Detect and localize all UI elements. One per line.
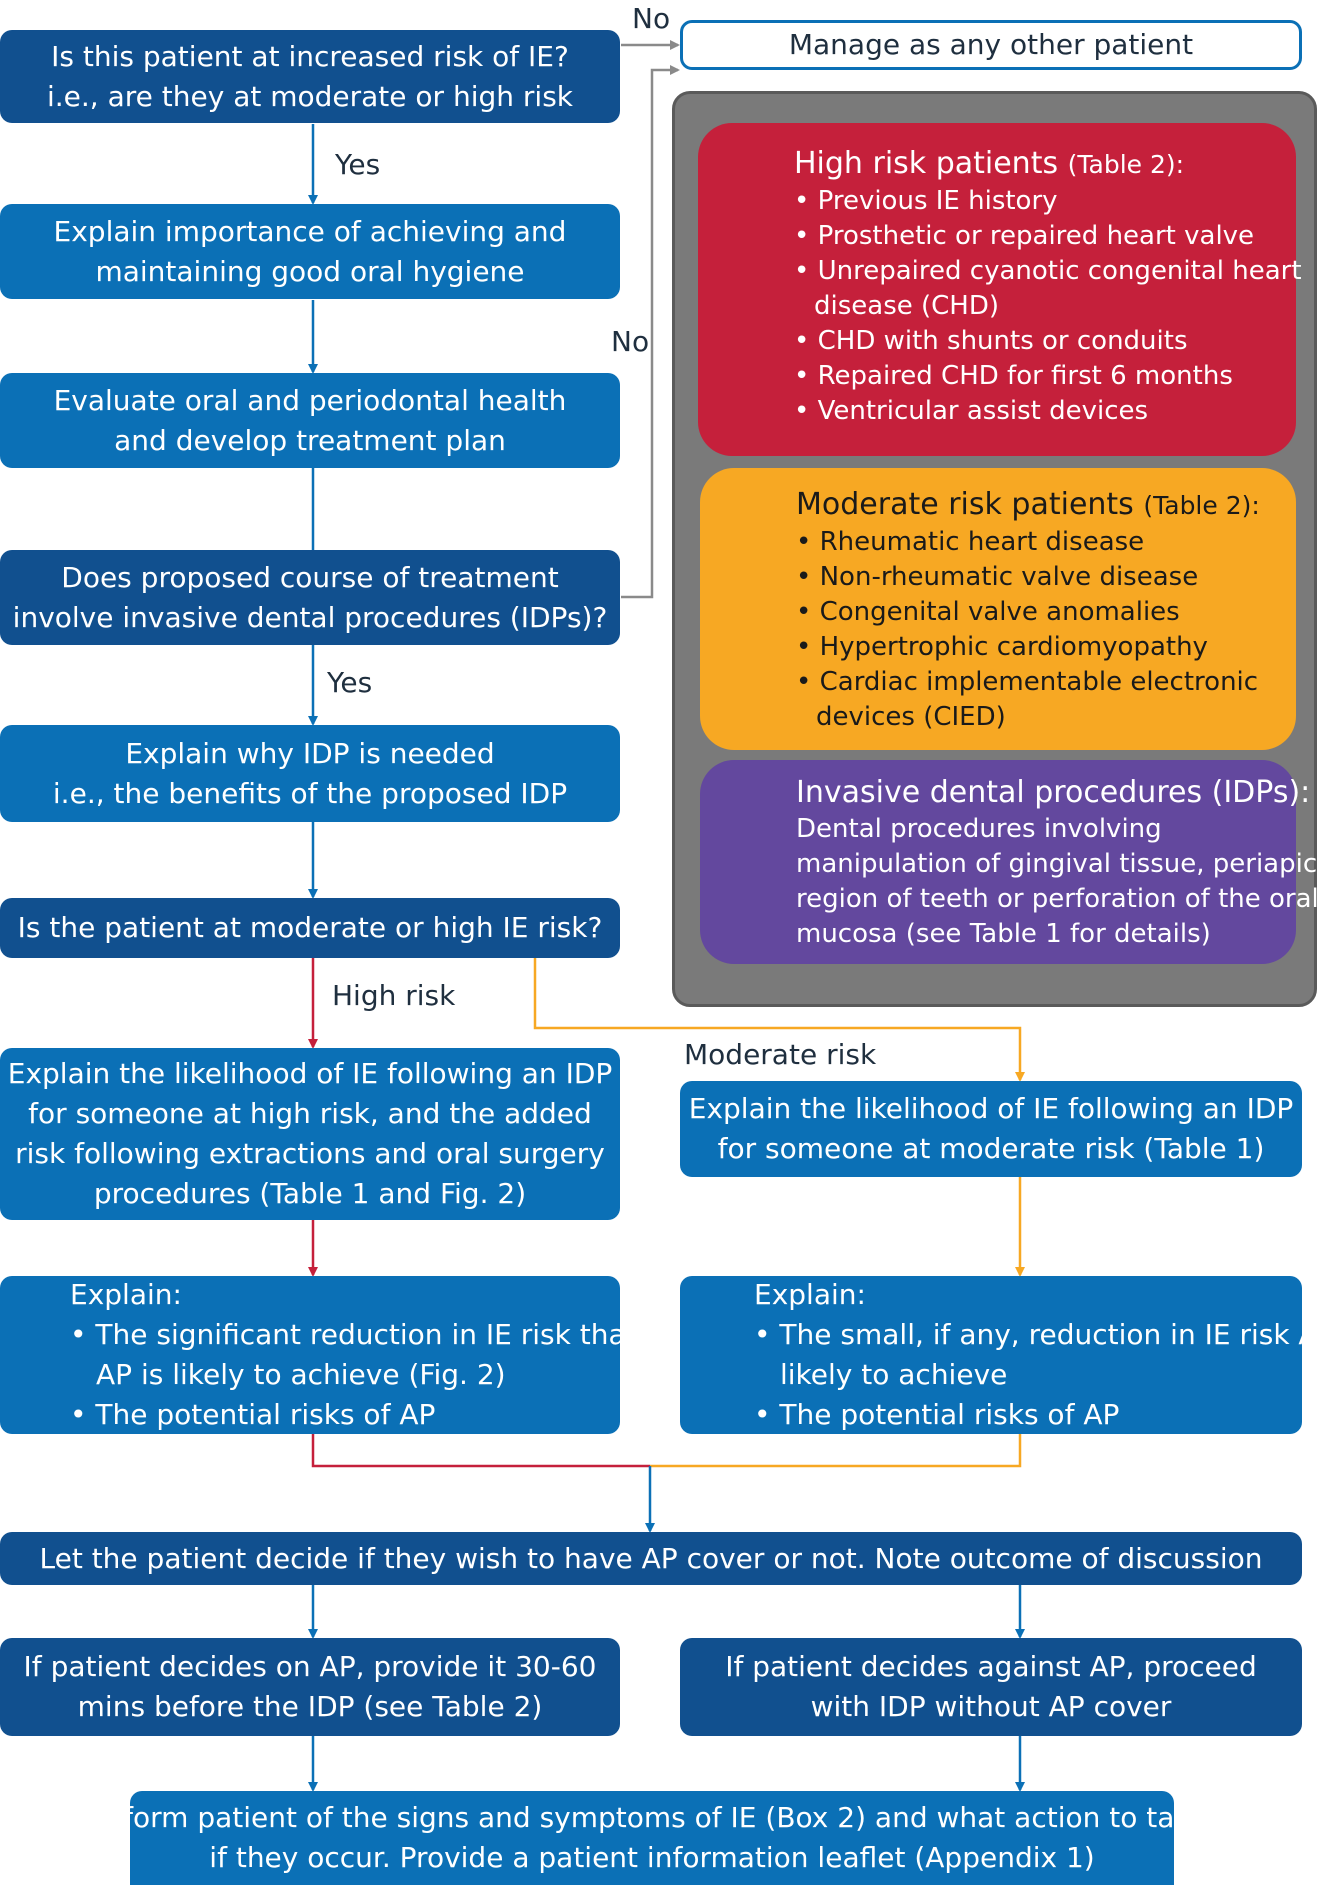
question-idp: Does proposed course of treatment involv… <box>0 550 620 645</box>
mod-ap-bullet-1: The small, if any, reduction in IE risk … <box>754 1315 1302 1355</box>
high-panel-title: High risk patients (Table 2): <box>794 146 1185 181</box>
high-explain-line-1: Explain the likelihood of IE following a… <box>7 1057 613 1090</box>
high-explain-line-4: procedures (Table 1 and Fig. 2) <box>93 1177 527 1210</box>
question-increased-risk: Is this patient at increased risk of IE?… <box>0 30 620 123</box>
mod-panel-item-3: Congenital valve anomalies <box>796 595 1266 630</box>
inform-line-2: if they occur. Provide a patient informa… <box>209 1841 1095 1874</box>
high-ap-bullet-1: The significant reduction in IE risk tha… <box>70 1315 636 1355</box>
high-explain-line-3: risk following extractions and oral surg… <box>15 1137 605 1170</box>
label-high-risk: High risk <box>332 979 456 1012</box>
ap-yes-line-2: mins before the IDP (see Table 2) <box>77 1690 543 1723</box>
idp-panel-line-2: manipulation of gingival tissue, periapi… <box>796 849 1319 879</box>
high-risk-explain-box: Explain the likelihood of IE following a… <box>0 1048 620 1220</box>
patient-decide-box: Let the patient decide if they wish to h… <box>0 1532 1302 1585</box>
line-high-merge <box>311 1434 650 1468</box>
label-yes-1: Yes <box>335 148 381 181</box>
high-ap-bullet-1-cont: AP is likely to achieve (Fig. 2) <box>96 1358 506 1391</box>
moderate-risk-panel: Moderate risk patients (Table 2): Rheuma… <box>700 468 1296 750</box>
ap-no-line-2: with IDP without AP cover <box>810 1690 1172 1723</box>
idp-definition-panel: Invasive dental procedures (IDPs): Denta… <box>700 760 1319 964</box>
mod-ap-bullet-2: The potential risks of AP <box>754 1395 1119 1434</box>
step1-line-1: Explain importance of achieving and <box>53 214 567 248</box>
arrow-no-side <box>621 65 680 599</box>
q1-line-2: i.e., are they at moderate or high risk <box>46 79 573 113</box>
q2-line-1: Does proposed course of treatment <box>61 560 559 594</box>
mod-panel-item-5-cont: devices (CIED) <box>816 702 1006 732</box>
mod-panel-item-5: Cardiac implementable electronic <box>796 665 1266 700</box>
arrow-moderate-risk <box>533 958 1025 1082</box>
high-panel-item-1: Previous IE history <box>794 184 1266 219</box>
high-ap-bullet-2: The potential risks of AP <box>70 1395 435 1435</box>
ap-no-line-1: If patient decides against AP, proceed <box>725 1650 1257 1683</box>
step2-line-2: and develop treatment plan <box>114 423 506 457</box>
inform-line-1: Inform patient of the signs and symptoms… <box>97 1801 1207 1834</box>
high-ap-title: Explain: <box>70 1278 182 1311</box>
ap-yes-box: If patient decides on AP, provide it 30-… <box>0 1638 620 1736</box>
high-panel-item-3-cont: disease (CHD) <box>814 291 1000 321</box>
idp-panel-line-1: Dental procedures involving <box>796 814 1162 844</box>
manage-box: Manage as any other patient <box>680 20 1302 70</box>
label-yes-2: Yes <box>327 666 373 699</box>
mod-ap-title: Explain: <box>754 1278 866 1311</box>
oral-hygiene-box: Explain importance of achieving and main… <box>0 204 620 299</box>
q1-line-1: Is this patient at increased risk of IE? <box>51 39 569 73</box>
mod-panel-item-2: Non-rheumatic valve disease <box>796 560 1266 595</box>
manage-text: Manage as any other patient <box>788 28 1194 61</box>
high-risk-ap-box: Explain: The significant reduction in IE… <box>0 1276 637 1435</box>
high-panel-item-2: Prosthetic or repaired heart valve <box>794 219 1266 254</box>
mod-panel-title: Moderate risk patients (Table 2): <box>796 487 1260 522</box>
line-mod-merge <box>650 1434 1022 1468</box>
mod-panel-item-1: Rheumatic heart disease <box>796 525 1266 560</box>
q3-text: Is the patient at moderate or high IE ri… <box>17 911 603 944</box>
idp-panel-line-4: mucosa (see Table 1 for details) <box>796 919 1211 949</box>
mod-explain-line-1: Explain the likelihood of IE following a… <box>688 1092 1294 1125</box>
mod-explain-line-2: for someone at moderate risk (Table 1) <box>717 1132 1265 1165</box>
high-risk-panel: High risk patients (Table 2): Previous I… <box>698 123 1302 456</box>
high-panel-item-5: Repaired CHD for first 6 months <box>794 359 1266 394</box>
moderate-risk-explain-box: Explain the likelihood of IE following a… <box>680 1081 1302 1177</box>
evaluate-box: Evaluate oral and periodontal health and… <box>0 373 620 468</box>
mod-panel-item-4: Hypertrophic cardiomyopathy <box>796 630 1266 665</box>
ap-no-box: If patient decides against AP, proceed w… <box>680 1638 1302 1736</box>
mod-ap-bullet-1-cont: likely to achieve <box>780 1358 1008 1391</box>
high-panel-item-6: Ventricular assist devices <box>794 394 1266 429</box>
label-moderate-risk: Moderate risk <box>684 1038 877 1071</box>
idp-panel-line-3: region of teeth or perforation of the or… <box>796 884 1319 914</box>
decide-text: Let the patient decide if they wish to h… <box>39 1541 1263 1575</box>
inform-patient-box: Inform patient of the signs and symptoms… <box>97 1791 1207 1885</box>
step3-line-1: Explain why IDP is needed <box>125 736 495 770</box>
label-no-top: No <box>632 2 671 35</box>
label-no-side: No <box>611 325 650 358</box>
ap-yes-line-1: If patient decides on AP, provide it 30-… <box>23 1650 597 1683</box>
q2-line-2: involve invasive dental procedures (IDPs… <box>12 600 608 634</box>
explain-idp-box: Explain why IDP is needed i.e., the bene… <box>0 725 620 822</box>
step1-line-2: maintaining good oral hygiene <box>95 254 525 288</box>
moderate-risk-ap-box: Explain: The small, if any, reduction in… <box>680 1276 1302 1434</box>
high-panel-item-3: Unrepaired cyanotic congenital heart <box>794 254 1302 289</box>
step2-line-1: Evaluate oral and periodontal health <box>53 383 567 417</box>
high-panel-item-4: CHD with shunts or conduits <box>794 324 1266 359</box>
step3-line-2: i.e., the benefits of the proposed IDP <box>52 776 568 810</box>
question-risk-level: Is the patient at moderate or high IE ri… <box>0 898 620 958</box>
high-explain-line-2: for someone at high risk, and the added <box>28 1097 592 1130</box>
idp-panel-title: Invasive dental procedures (IDPs): <box>796 775 1311 810</box>
